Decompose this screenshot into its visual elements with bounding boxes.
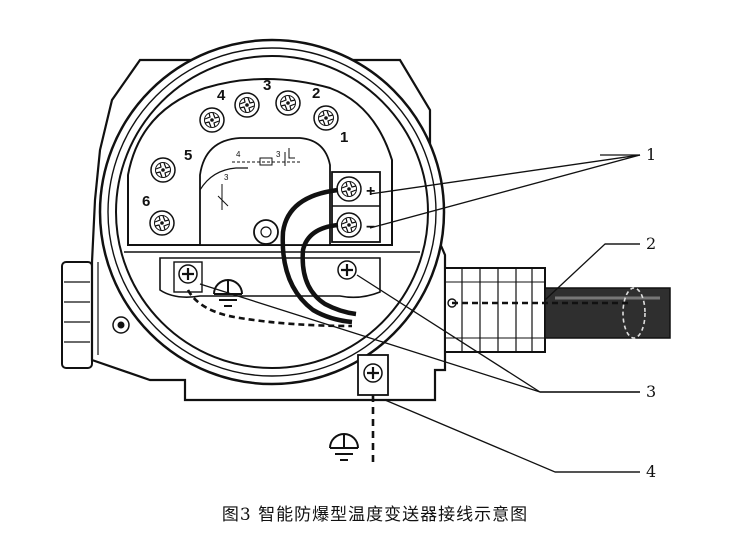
- callout-2: 2: [646, 234, 656, 253]
- terminal-number-3: 3: [263, 77, 271, 94]
- schematic-marks: 4 3 3: [217, 148, 300, 210]
- cable-gland-icon: [444, 267, 546, 353]
- terminal-block: 4 3 3 1 2 3 4 5 6 + −: [127, 77, 393, 246]
- terminal-number-2: 2: [312, 85, 320, 102]
- plus-sign: +: [366, 183, 375, 200]
- terminal-number-1: 1: [340, 129, 348, 146]
- terminal-number-5: 5: [184, 147, 192, 164]
- ground-plate: [159, 257, 381, 307]
- svg-text:4: 4: [236, 150, 241, 159]
- svg-text:3: 3: [224, 173, 229, 182]
- terminal-number-6: 6: [142, 193, 150, 210]
- figure-caption: 图3 智能防爆型温度变送器接线示意图: [221, 505, 529, 525]
- external-ground-terminal: [329, 354, 389, 462]
- callout-1: 1: [646, 145, 656, 164]
- callout-3: 3: [646, 382, 656, 401]
- signal-cable: [452, 287, 671, 339]
- leader-lines: [199, 154, 641, 473]
- signal-wires: [186, 187, 357, 328]
- svg-text:3: 3: [276, 150, 281, 159]
- terminal-number-4: 4: [217, 87, 226, 104]
- callout-4: 4: [646, 462, 656, 481]
